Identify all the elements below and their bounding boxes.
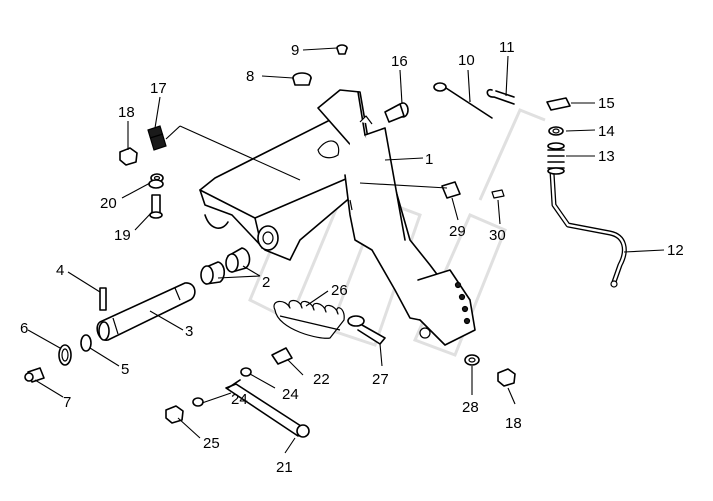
callout-20: 20 [100,195,117,212]
pedal-frame [199,89,476,346]
callout-30: 30 [489,227,506,244]
callout-14: 14 [598,123,615,140]
callout-24-a: 24 [282,386,299,403]
washers-24 [192,367,252,407]
eye-bolt [347,315,386,345]
screw-22 [271,347,293,365]
callout-17: 17 [150,80,167,97]
bushings [200,247,251,285]
nut-bolt-washer-group [119,147,164,219]
callout-numbers: 1 2 3 4 5 6 7 8 9 10 11 12 13 14 15 16 1… [20,39,684,476]
clamp-and-screw [441,181,505,199]
tension-spring [273,299,345,339]
callout-3: 3 [185,323,193,340]
callout-5: 5 [121,361,129,378]
adjuster-rod [225,379,310,438]
callout-21: 21 [276,459,293,476]
callout-19: 19 [114,227,131,244]
callout-9: 9 [291,42,299,59]
callout-6: 6 [20,320,28,337]
callout-2: 2 [262,274,270,291]
callout-28: 28 [462,399,479,416]
callout-4: 4 [56,262,64,279]
caps-8-9 [292,44,348,86]
callout-18-b: 18 [505,415,522,432]
callout-29: 29 [449,223,466,240]
callout-27: 27 [372,371,389,388]
pivot-shaft [96,282,196,341]
split-pin [433,82,493,119]
callout-26: 26 [331,282,348,299]
callout-10: 10 [458,52,475,69]
grease-nipple [24,367,45,383]
callout-18-a: 18 [118,104,135,121]
callout-16: 16 [391,53,408,70]
callout-8: 8 [246,68,254,85]
roll-pin [99,287,107,311]
washer-28-nut-18 [464,354,516,387]
pedal-pad [147,125,167,151]
linkage-rod [549,169,627,288]
callout-12: 12 [667,242,684,259]
callout-15: 15 [598,95,615,112]
callout-7: 7 [63,394,71,411]
callout-22: 22 [313,371,330,388]
callout-13: 13 [598,148,615,165]
callout-11: 11 [499,39,515,56]
callout-24-b: 24 [231,391,248,408]
r-clip [486,88,515,105]
bolt-16 [384,102,409,123]
leader-lines [27,47,665,454]
callout-1: 1 [425,151,433,168]
spring-nut-pin-group [546,97,571,175]
callout-25: 25 [203,435,220,452]
washers-5-6 [58,334,92,366]
